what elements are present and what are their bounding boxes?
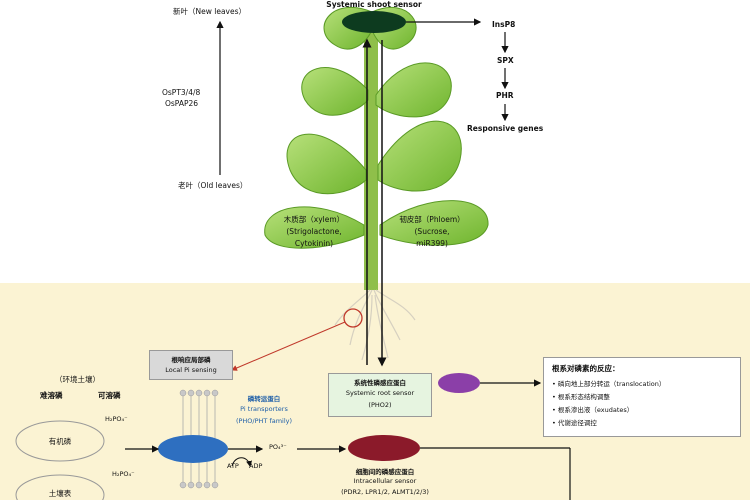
local-sensing-arrow [231, 321, 346, 371]
new-leaves-label: 新叶（New leaves） [173, 7, 246, 16]
old-leaves-label: 老叶（Old leaves） [178, 181, 248, 190]
atp-cycle-arrow [231, 457, 253, 467]
organic-p-label: 有机磷 [48, 437, 72, 446]
local-sensing-en: Local Pi sensing [165, 366, 217, 374]
soluble-p-label: 可溶磷 [98, 391, 121, 400]
xylem-title: 木质部（xylem） [283, 215, 345, 224]
transporter-cn: 磷转运蛋白 [247, 395, 281, 403]
local-sensing-cn: 根响应局部磷 [171, 356, 211, 364]
transporter-en-1: Pi transporters [240, 405, 288, 413]
systemic-root-en: Systemic root sensor [345, 389, 415, 397]
leaf-upper-right [375, 62, 452, 118]
response-item: • 根系渗出液（exudates） [552, 406, 634, 414]
leaf-low-right [379, 200, 489, 246]
intracellular-sensor-oval [348, 435, 420, 461]
soil-surface-label: 土壤表 [48, 489, 72, 498]
local-sensing-box: 根响应局部磷 Local Pi sensing [149, 350, 233, 380]
response-item: • 磷向地上部分转运（translocation） [552, 380, 666, 388]
transporter-en-2: (PHO/PHT family) [235, 417, 293, 425]
leaf-mid-right [377, 120, 462, 192]
po4-label: PO₄³⁻ [269, 443, 287, 451]
response-item-text: 根系渗出液（exudates） [557, 406, 634, 414]
insoluble-p-label: 难溶磷 [40, 391, 63, 400]
root-response-box: 根系对磷素的反应： • 磷向地上部分转运（translocation） • 根系… [543, 357, 741, 437]
response-item: • 根系形态结构调整 [552, 393, 610, 401]
soil-surface-circle [15, 474, 105, 500]
spx-label: SPX [497, 56, 514, 65]
response-item-text: 磷向地上部分转运（translocation） [557, 380, 666, 388]
adp-label: ADP [249, 462, 263, 470]
local-sensing-circle [343, 308, 363, 328]
transporter-genes-label: OsPT3/4/8 [162, 88, 201, 97]
leaf-upper-left [301, 67, 369, 116]
phloem-line-2: miR399) [416, 239, 448, 248]
intracellular-names: (PDR2, LPR1/2, ALMT1/2/3) [341, 488, 429, 496]
intracellular-en: Intracellular sensor [353, 477, 417, 485]
responsive-genes-label: Responsive genes [467, 124, 544, 133]
response-title: 根系对磷素的反应： [552, 364, 620, 373]
systemic-root-name: (PHO2) [368, 401, 392, 409]
response-item-text: 代谢途径调控 [557, 419, 597, 427]
extra-sensor-oval [438, 373, 480, 393]
phloem-line-1: (Sucrose, [414, 227, 450, 236]
systemic-root-box: 系统性磷感应蛋白 Systemic root sensor (PHO2) [328, 373, 432, 417]
pap-gene-label: OsPAP26 [165, 99, 199, 108]
transporter-oval [158, 435, 228, 463]
intracellular-cn: 细胞间的磷感应蛋白 [355, 468, 415, 476]
phloem-title: 韧皮部（Phloem） [399, 215, 465, 224]
env-soil-label: （环境土壤） [55, 375, 100, 384]
response-item: • 代谢途径调控 [552, 419, 597, 427]
leaf-mid-left [286, 133, 367, 195]
atp-label: ATP [227, 462, 239, 470]
xylem-line-2: Cytokinin) [294, 239, 334, 248]
organic-p-circle [15, 420, 105, 462]
phr-label: PHR [496, 91, 514, 100]
h2po4-top-label: H₂PO₄⁻ [105, 415, 128, 423]
shoot-sensor-oval [342, 11, 406, 33]
h2po4-bottom-label: H₂PO₄⁻ [112, 470, 135, 478]
insp8-label: InsP8 [492, 20, 516, 29]
systemic-root-cn: 系统性磷感应蛋白 [354, 379, 406, 387]
xylem-line-1: (Strigolactone, [286, 227, 342, 236]
response-item-text: 根系形态结构调整 [557, 393, 610, 401]
stem [364, 30, 378, 290]
shoot-sensor-label: Systemic shoot sensor [326, 0, 422, 9]
leaf-low-left [264, 206, 365, 249]
